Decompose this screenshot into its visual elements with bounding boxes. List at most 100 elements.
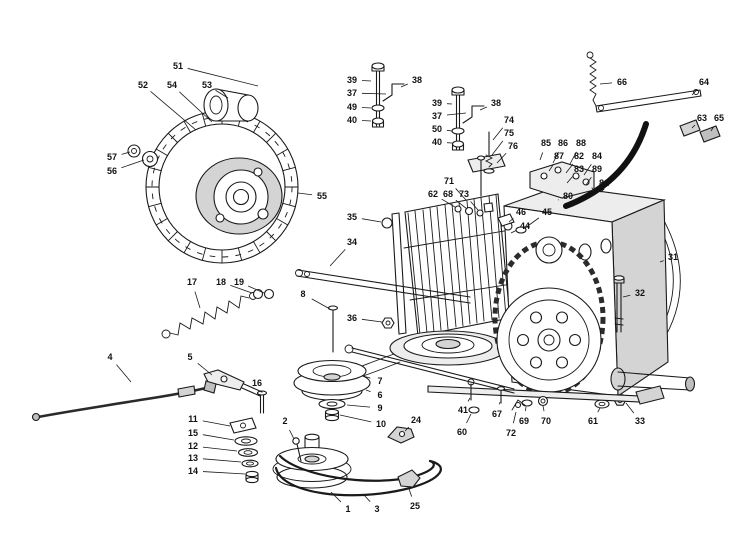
part-number-66: 66 [617, 77, 627, 87]
leader-line-46 [508, 218, 514, 223]
leader-line-8 [311, 298, 331, 310]
leader-line-57 [121, 151, 131, 155]
part-number-3: 3 [374, 504, 379, 514]
top-right-hardware [563, 51, 721, 209]
hub-washers [127, 144, 159, 168]
leader-line-85 [539, 152, 544, 161]
leader-line-69 [525, 406, 527, 412]
leader-line-67 [499, 401, 501, 405]
leader-line-84 [583, 164, 592, 176]
leader-line-10 [339, 414, 372, 423]
control-lever [203, 369, 263, 397]
leader-line-81 [591, 188, 596, 192]
part-number-69: 69 [519, 416, 529, 426]
part-number-18: 18 [216, 277, 226, 287]
leader-line-3 [362, 493, 371, 502]
leader-line-2 [289, 429, 295, 440]
tension-spring [161, 288, 275, 339]
bolt-group-2 [451, 86, 485, 151]
leader-line-5 [197, 363, 213, 376]
part-number-4: 4 [107, 352, 112, 362]
part-number-89: 89 [592, 164, 602, 174]
leader-line-66 [599, 82, 613, 85]
part-number-7: 7 [377, 376, 382, 386]
leader-line-89 [585, 177, 592, 186]
drive-belt [274, 426, 442, 497]
leader-line-12 [202, 446, 238, 452]
part-number-82: 82 [574, 151, 584, 161]
stud-and-spring-74-76 [467, 131, 506, 174]
leader-line-24 [404, 426, 410, 432]
leader-line-53 [215, 89, 229, 99]
leader-line-41 [467, 397, 471, 402]
part-number-12: 12 [188, 441, 198, 451]
leader-line-4 [116, 364, 132, 383]
wheel-assembly [145, 110, 299, 264]
part-number-37: 37 [432, 111, 442, 121]
part-number-8: 8 [300, 289, 305, 299]
part-number-39: 39 [432, 98, 442, 108]
leader-line-34 [329, 249, 346, 267]
part-number-70: 70 [541, 416, 551, 426]
leader-line-87 [548, 164, 554, 172]
part-number-54: 54 [167, 80, 177, 90]
part-number-71: 71 [444, 176, 454, 186]
leader-line-33 [625, 402, 635, 414]
part-number-74: 74 [504, 115, 514, 125]
leader-line-35 [361, 218, 382, 223]
leader-line-64 [691, 89, 698, 96]
part-number-67: 67 [492, 409, 502, 419]
torque-strap [295, 269, 471, 304]
leader-line-25 [408, 488, 413, 497]
part-number-50: 50 [432, 124, 442, 134]
leader-line-6 [365, 389, 371, 393]
leader-line-56 [121, 159, 145, 169]
part-number-87: 87 [554, 151, 564, 161]
part-number-24: 24 [411, 415, 421, 425]
part-number-19: 19 [234, 277, 244, 287]
part-number-52: 52 [138, 80, 148, 90]
leader-line-75 [491, 140, 504, 156]
part-number-6: 6 [377, 390, 382, 400]
part-number-81: 81 [599, 178, 609, 188]
leader-line-36 [361, 318, 383, 323]
part-number-64: 64 [699, 77, 709, 87]
leader-line-72 [512, 411, 517, 424]
leader-line-45 [524, 217, 540, 229]
leader-line-14 [202, 471, 246, 475]
part-number-73: 73 [459, 189, 469, 199]
part-number-46: 46 [516, 207, 526, 217]
control-cable [31, 380, 217, 422]
leader-line-51 [187, 68, 259, 87]
part-number-63: 63 [697, 113, 707, 123]
leader-line-18 [230, 284, 253, 294]
leader-line-31 [659, 260, 664, 263]
part-number-53: 53 [202, 80, 212, 90]
part-number-39: 39 [347, 75, 357, 85]
part-number-85: 85 [541, 138, 551, 148]
leader-line-37 [446, 112, 467, 116]
leader-line-50 [446, 129, 453, 132]
part-number-33: 33 [635, 416, 645, 426]
bolt-group-1 [371, 62, 405, 128]
part-number-45: 45 [542, 207, 552, 217]
part-number-31: 31 [668, 252, 678, 262]
idler-pulley-stack [293, 359, 371, 422]
part-number-56: 56 [107, 166, 117, 176]
leader-line-73 [470, 201, 479, 211]
part-number-84: 84 [592, 151, 602, 161]
part-number-55: 55 [317, 191, 327, 201]
part-number-40: 40 [432, 137, 442, 147]
leader-line-60 [466, 413, 472, 424]
part-number-62: 62 [428, 189, 438, 199]
leader-line-82 [565, 163, 574, 174]
leader-line-32 [622, 294, 631, 298]
part-number-72: 72 [506, 428, 516, 438]
part-number-16: 16 [252, 378, 262, 388]
leader-line-68 [455, 199, 468, 210]
part-number-38: 38 [412, 75, 422, 85]
part-number-13: 13 [188, 453, 198, 463]
